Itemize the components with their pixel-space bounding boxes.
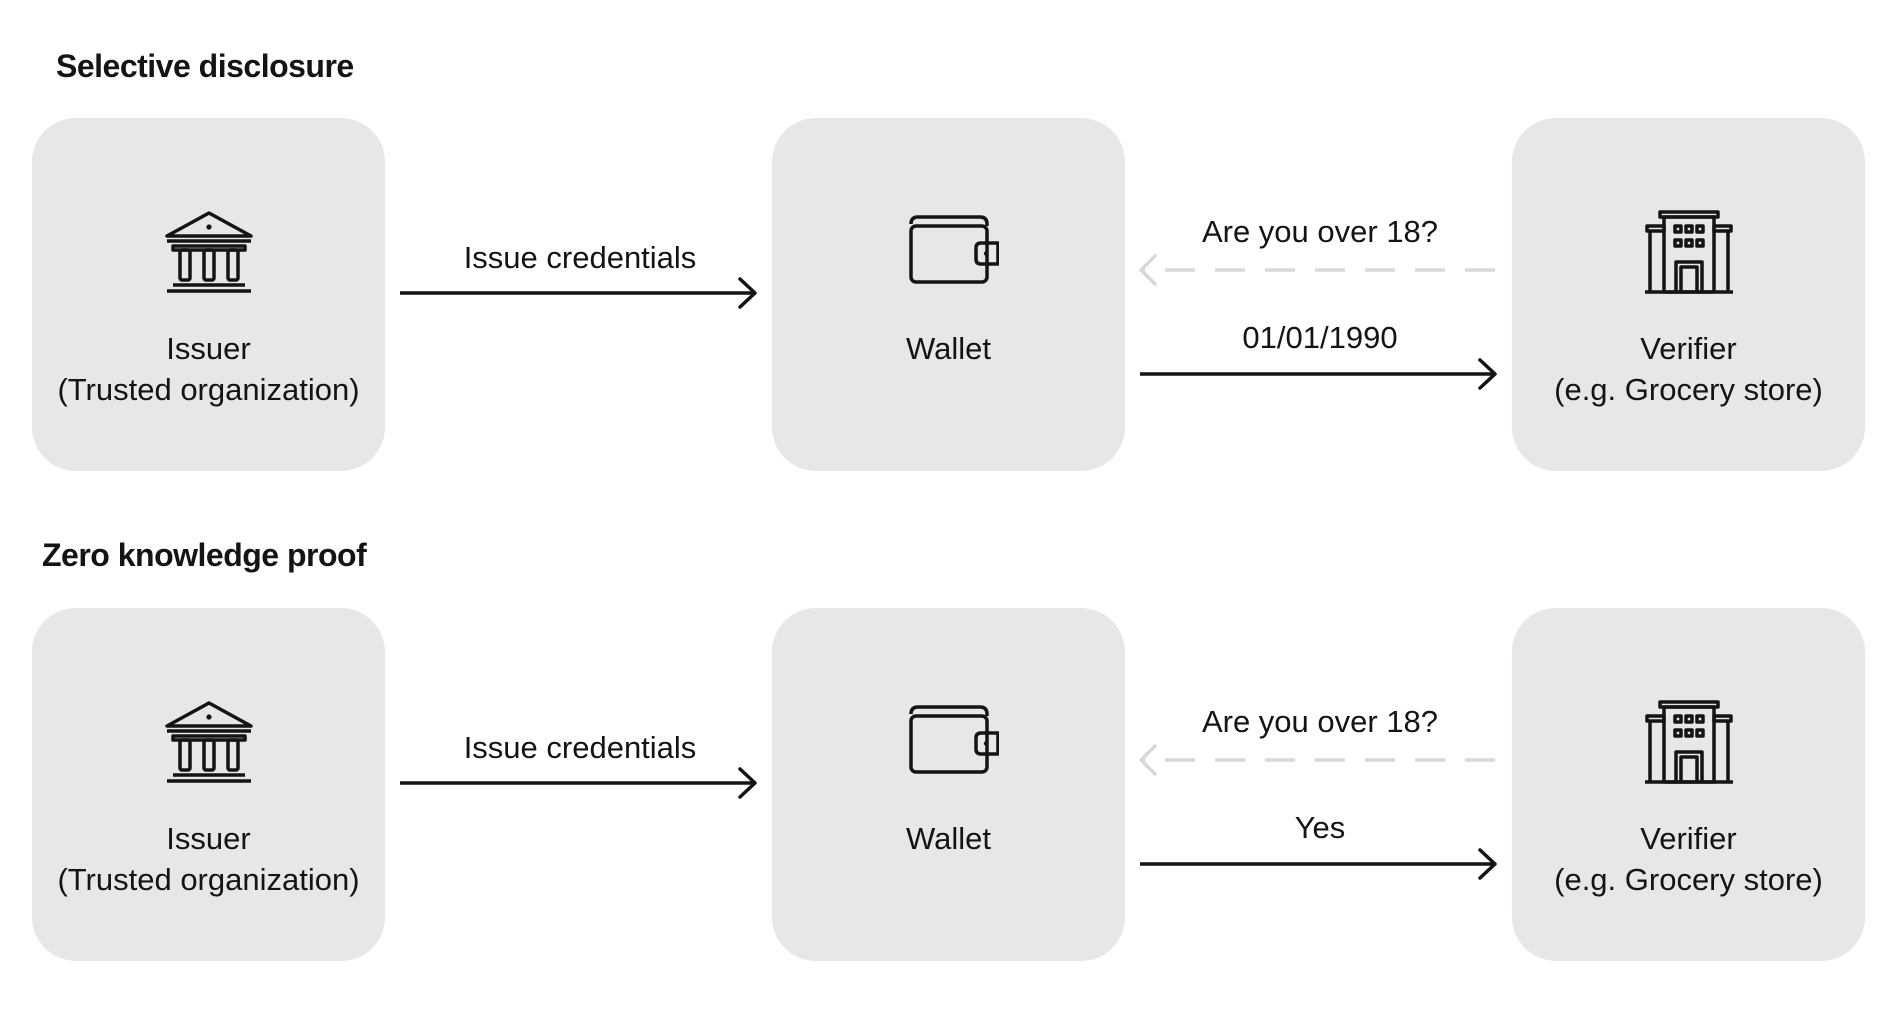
request-label: Are you over 18? [1201, 704, 1439, 739]
response-arrow [1140, 358, 1497, 390]
issue-credentials-label: Issue credentials [463, 240, 697, 275]
wallet-card: Wallet [772, 118, 1125, 471]
issuer-label: Issuer (Trusted organization) [32, 328, 385, 410]
verifier-label: Verifier (e.g. Grocery store) [1512, 328, 1865, 410]
response-label: 01/01/1990 [1242, 320, 1398, 355]
response-arrow [1140, 848, 1497, 880]
wallet-icon [908, 705, 999, 774]
verifier-title: Verifier [1640, 331, 1737, 366]
response-label: Yes [1294, 810, 1346, 845]
section-title: Zero knowledge proof [42, 537, 367, 573]
bank-icon [164, 211, 253, 293]
issuer-subtitle: (Trusted organization) [57, 372, 360, 407]
issue-credentials-label: Issue credentials [463, 730, 697, 765]
issuer-title: Issuer [166, 331, 251, 366]
verifier-title: Verifier [1640, 821, 1737, 856]
request-arrow-dashed [1139, 254, 1495, 286]
wallet-label: Wallet [772, 328, 1125, 369]
issue-credentials-arrow [400, 277, 757, 309]
verifier-card: Verifier (e.g. Grocery store) [1512, 118, 1865, 471]
issuer-label: Issuer (Trusted organization) [32, 818, 385, 900]
building-icon [1644, 700, 1733, 784]
issuer-card: Issuer (Trusted organization) [32, 608, 385, 961]
wallet-icon [908, 215, 999, 284]
verifier-subtitle: (e.g. Grocery store) [1554, 862, 1823, 897]
selective-disclosure-section: Selective disclosure Issue credentials A… [0, 0, 1888, 480]
verifier-subtitle: (e.g. Grocery store) [1554, 372, 1823, 407]
issuer-card: Issuer (Trusted organization) [32, 118, 385, 471]
zero-knowledge-proof-section: Zero knowledge proof Issue credentials A… [0, 490, 1888, 970]
verifier-card: Verifier (e.g. Grocery store) [1512, 608, 1865, 961]
wallet-title: Wallet [906, 331, 991, 366]
verifier-label: Verifier (e.g. Grocery store) [1512, 818, 1865, 900]
issuer-subtitle: (Trusted organization) [57, 862, 360, 897]
issue-credentials-arrow [400, 767, 757, 799]
issuer-title: Issuer [166, 821, 251, 856]
wallet-card: Wallet [772, 608, 1125, 961]
wallet-label: Wallet [772, 818, 1125, 859]
request-label: Are you over 18? [1201, 214, 1439, 249]
request-arrow-dashed [1139, 744, 1495, 776]
building-icon [1644, 210, 1733, 294]
bank-icon [164, 701, 253, 783]
section-title: Selective disclosure [56, 48, 354, 84]
wallet-title: Wallet [906, 821, 991, 856]
